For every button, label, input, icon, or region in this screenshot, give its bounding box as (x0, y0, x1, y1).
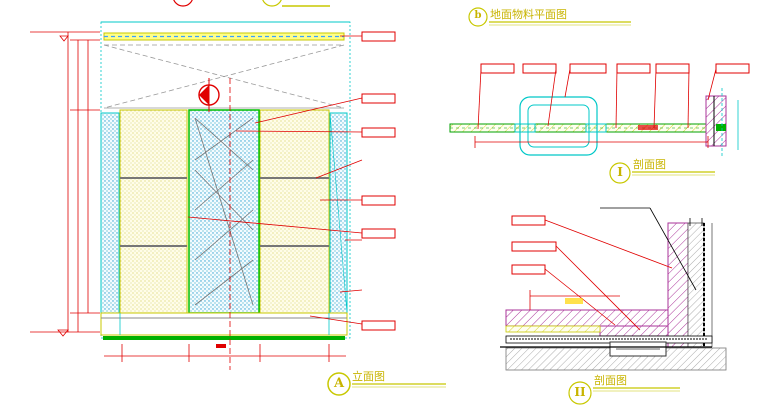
section1-title: 剖面图 (633, 158, 666, 171)
section2-title-mark: II (574, 385, 586, 399)
elevation-title-mark: A (333, 376, 345, 391)
plan-title: 地面物料平面图 (490, 8, 567, 21)
section2-title: 剖面图 (594, 374, 627, 387)
plan-view (449, 7, 750, 184)
plan-title-mark: b (474, 10, 482, 21)
elevation-title: 立面图 (352, 370, 385, 383)
elevation-view (30, 0, 446, 396)
section1-title-mark: I (617, 165, 623, 179)
section-view (500, 207, 727, 405)
